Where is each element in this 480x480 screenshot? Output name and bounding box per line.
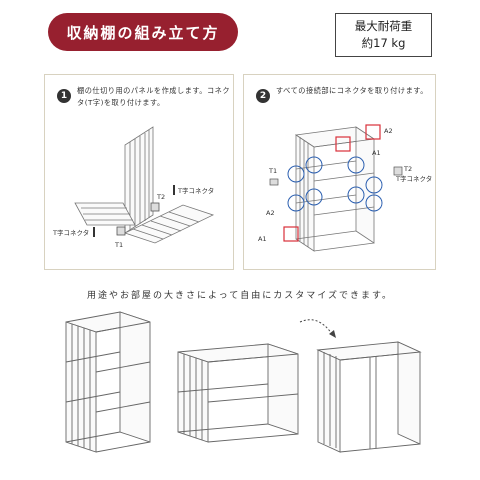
step-2-panel: 2 すべての接続部にコネクタを取り付けます。	[243, 74, 436, 270]
open-divider-shelf	[316, 341, 422, 453]
connector-t1	[269, 178, 279, 186]
step-2-illustration: A2 A1 T1 T2 T字コネクタ A2 A1	[258, 124, 432, 252]
step-2-text: すべての接続部にコネクタを取り付けます。	[276, 86, 428, 95]
label-t2: T2	[156, 193, 165, 201]
step-1-text: 棚の仕切り用のパネルを作成します。コネクタ(T字)を取り付けます。	[77, 86, 231, 107]
label-t-connector-right: T字コネクタ	[177, 186, 214, 195]
connector-a2-top-box	[365, 124, 381, 140]
left-side-panel	[295, 134, 315, 252]
step-1-illustration: T2 T1 T字コネクタ T字コネクタ	[52, 126, 214, 249]
title-banner: 収納棚の組み立て方	[48, 13, 238, 51]
label-t-connector-left: T字コネクタ	[52, 228, 89, 237]
connector-t2	[150, 202, 160, 212]
two-tier-wide-shelf	[177, 343, 299, 443]
vertical-divider-panel	[124, 126, 154, 234]
label-a2-top: A2	[384, 127, 393, 135]
label-t2: T2	[403, 165, 412, 173]
step-2-number: 2	[256, 89, 270, 103]
customization-caption: 用途やお部屋の大きさによって自由にカスタマイズできます。	[86, 291, 394, 301]
max-load-box: 最大耐荷重 約17 kg	[335, 13, 432, 57]
connector-t2	[393, 166, 403, 176]
arrow-head-icon	[329, 330, 336, 338]
transform-arrow	[299, 319, 333, 335]
label-a1-bottom: A1	[258, 235, 267, 243]
connector-t1	[116, 226, 126, 236]
label-a1-top: A1	[372, 149, 381, 157]
connector-a-bottom-box	[283, 226, 299, 242]
configuration-illustrations	[65, 311, 422, 453]
step-1-number: 1	[57, 89, 71, 103]
label-a2-bottom: A2	[266, 209, 275, 217]
max-load-label: 最大耐荷重	[354, 19, 413, 33]
connector-a-top-box	[335, 136, 351, 152]
three-tier-shelf	[65, 311, 151, 453]
connection-highlights	[287, 156, 383, 212]
label-t-connector: T字コネクタ	[395, 174, 432, 183]
label-t1: T1	[268, 167, 277, 175]
label-t1: T1	[114, 241, 123, 249]
max-load-value: 約17 kg	[361, 36, 406, 50]
step-1-panel: 1 棚の仕切り用のパネルを作成します。コネクタ(T字)を取り付けます。	[44, 74, 234, 270]
page-title: 収納棚の組み立て方	[66, 23, 220, 42]
